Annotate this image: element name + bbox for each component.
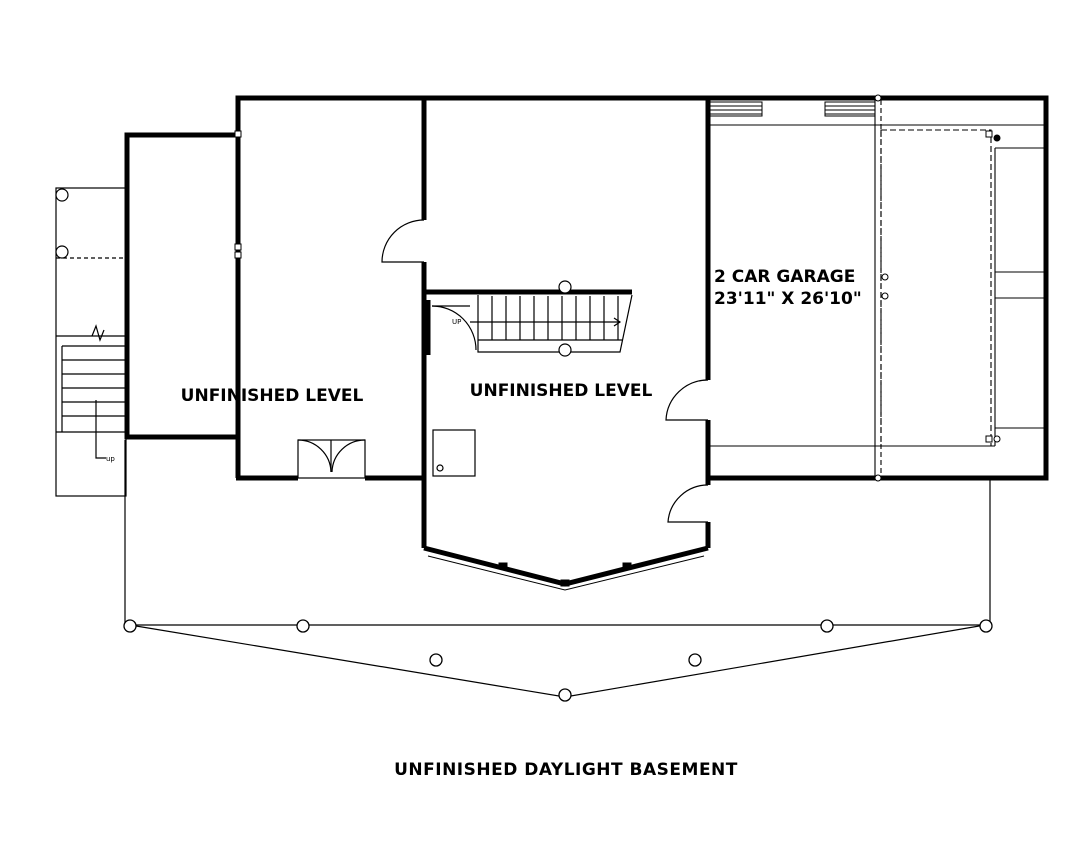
room-size-garage: 23'11" X 26'10" <box>714 289 862 309</box>
exterior-stair <box>55 187 127 497</box>
room-label-west: UNFINISHED LEVEL <box>181 386 364 406</box>
deck-posts <box>123 619 993 702</box>
room-label-center: UNFINISHED LEVEL <box>470 381 653 401</box>
room-label-garage: 2 CAR GARAGE <box>714 267 855 287</box>
plan-caption: UNFINISHED DAYLIGHT BASEMENT <box>394 760 738 780</box>
mechanical-unit <box>432 429 476 477</box>
stair-enclosure <box>424 289 632 355</box>
interior-stair <box>470 280 633 357</box>
garage-posts <box>874 94 1001 482</box>
doors <box>297 219 709 523</box>
west-post-markers <box>234 130 242 259</box>
interior-stair-up-label: UP <box>452 318 461 326</box>
garage-vents <box>709 101 876 117</box>
walls <box>124 95 1049 548</box>
garage-details <box>710 100 1044 476</box>
exterior-stair-up-label: up <box>106 455 115 463</box>
bay-window <box>423 545 709 591</box>
